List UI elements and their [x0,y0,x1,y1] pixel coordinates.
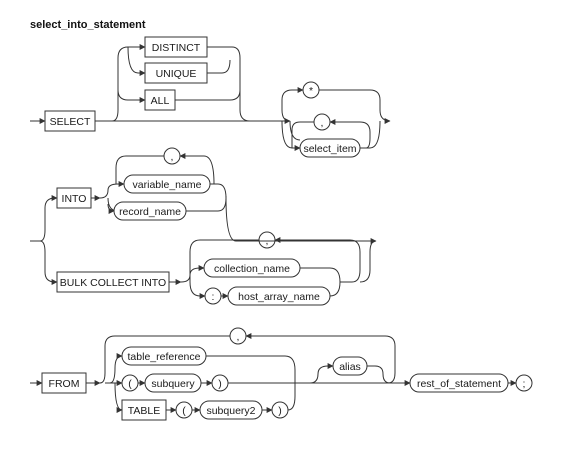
semicolon-symbol [515,374,533,392]
nonterminal-host-array-name-label: host_array_name [238,291,320,303]
semicolon-symbol-label: ; [523,378,526,390]
keyword-table-label: TABLE [128,405,160,417]
keyword-all-label: ALL [151,95,170,107]
nonterminal-rest-of-statement-label: rest_of_statement [417,378,501,390]
nonterminal-alias-label: alias [339,361,361,373]
nonterminal-subquery-label: subquery [151,378,195,390]
nonterminal-subquery2-label: subquery2 [206,405,255,417]
lparen-symbol-1-label: ( [128,378,132,390]
keyword-from-label: FROM [49,378,80,390]
colon-symbol-label: : [212,291,215,303]
comma-symbol-into-label: , [171,151,174,163]
into-row: INTO variable_name , record_name BULK CO… [30,147,377,306]
comma-symbol-select-label: , [321,117,324,129]
keyword-distinct-label: DISTINCT [152,42,201,54]
nonterminal-collection-name-label: collection_name [214,263,290,275]
nonterminal-record-name-label: record_name [119,206,181,218]
nonterminal-select-item-label: select_item [303,143,356,155]
nonterminal-variable-name-label: variable_name [133,179,202,191]
comma-symbol-from-label: , [237,331,240,343]
keyword-into-label: INTO [62,193,87,205]
keyword-unique-label: UNIQUE [156,68,197,80]
rparen-symbol-2-label: ) [278,405,282,417]
rparen-symbol-1-label: ) [218,378,222,390]
keyword-bulk-collect-into-label: BULK COLLECT INTO [60,277,166,289]
star-symbol-label: * [309,85,313,97]
nonterminal-table-reference-label: table_reference [128,351,201,363]
select-row: SELECT DISTINCT UNIQUE ALL * select_item… [30,36,391,158]
lparen-symbol-2-label: ( [182,405,186,417]
keyword-select-label: SELECT [50,116,91,128]
from-row: FROM , table_reference ( subquery ) TABL… [30,327,533,421]
diagram-title: select_into_statement [30,19,146,31]
